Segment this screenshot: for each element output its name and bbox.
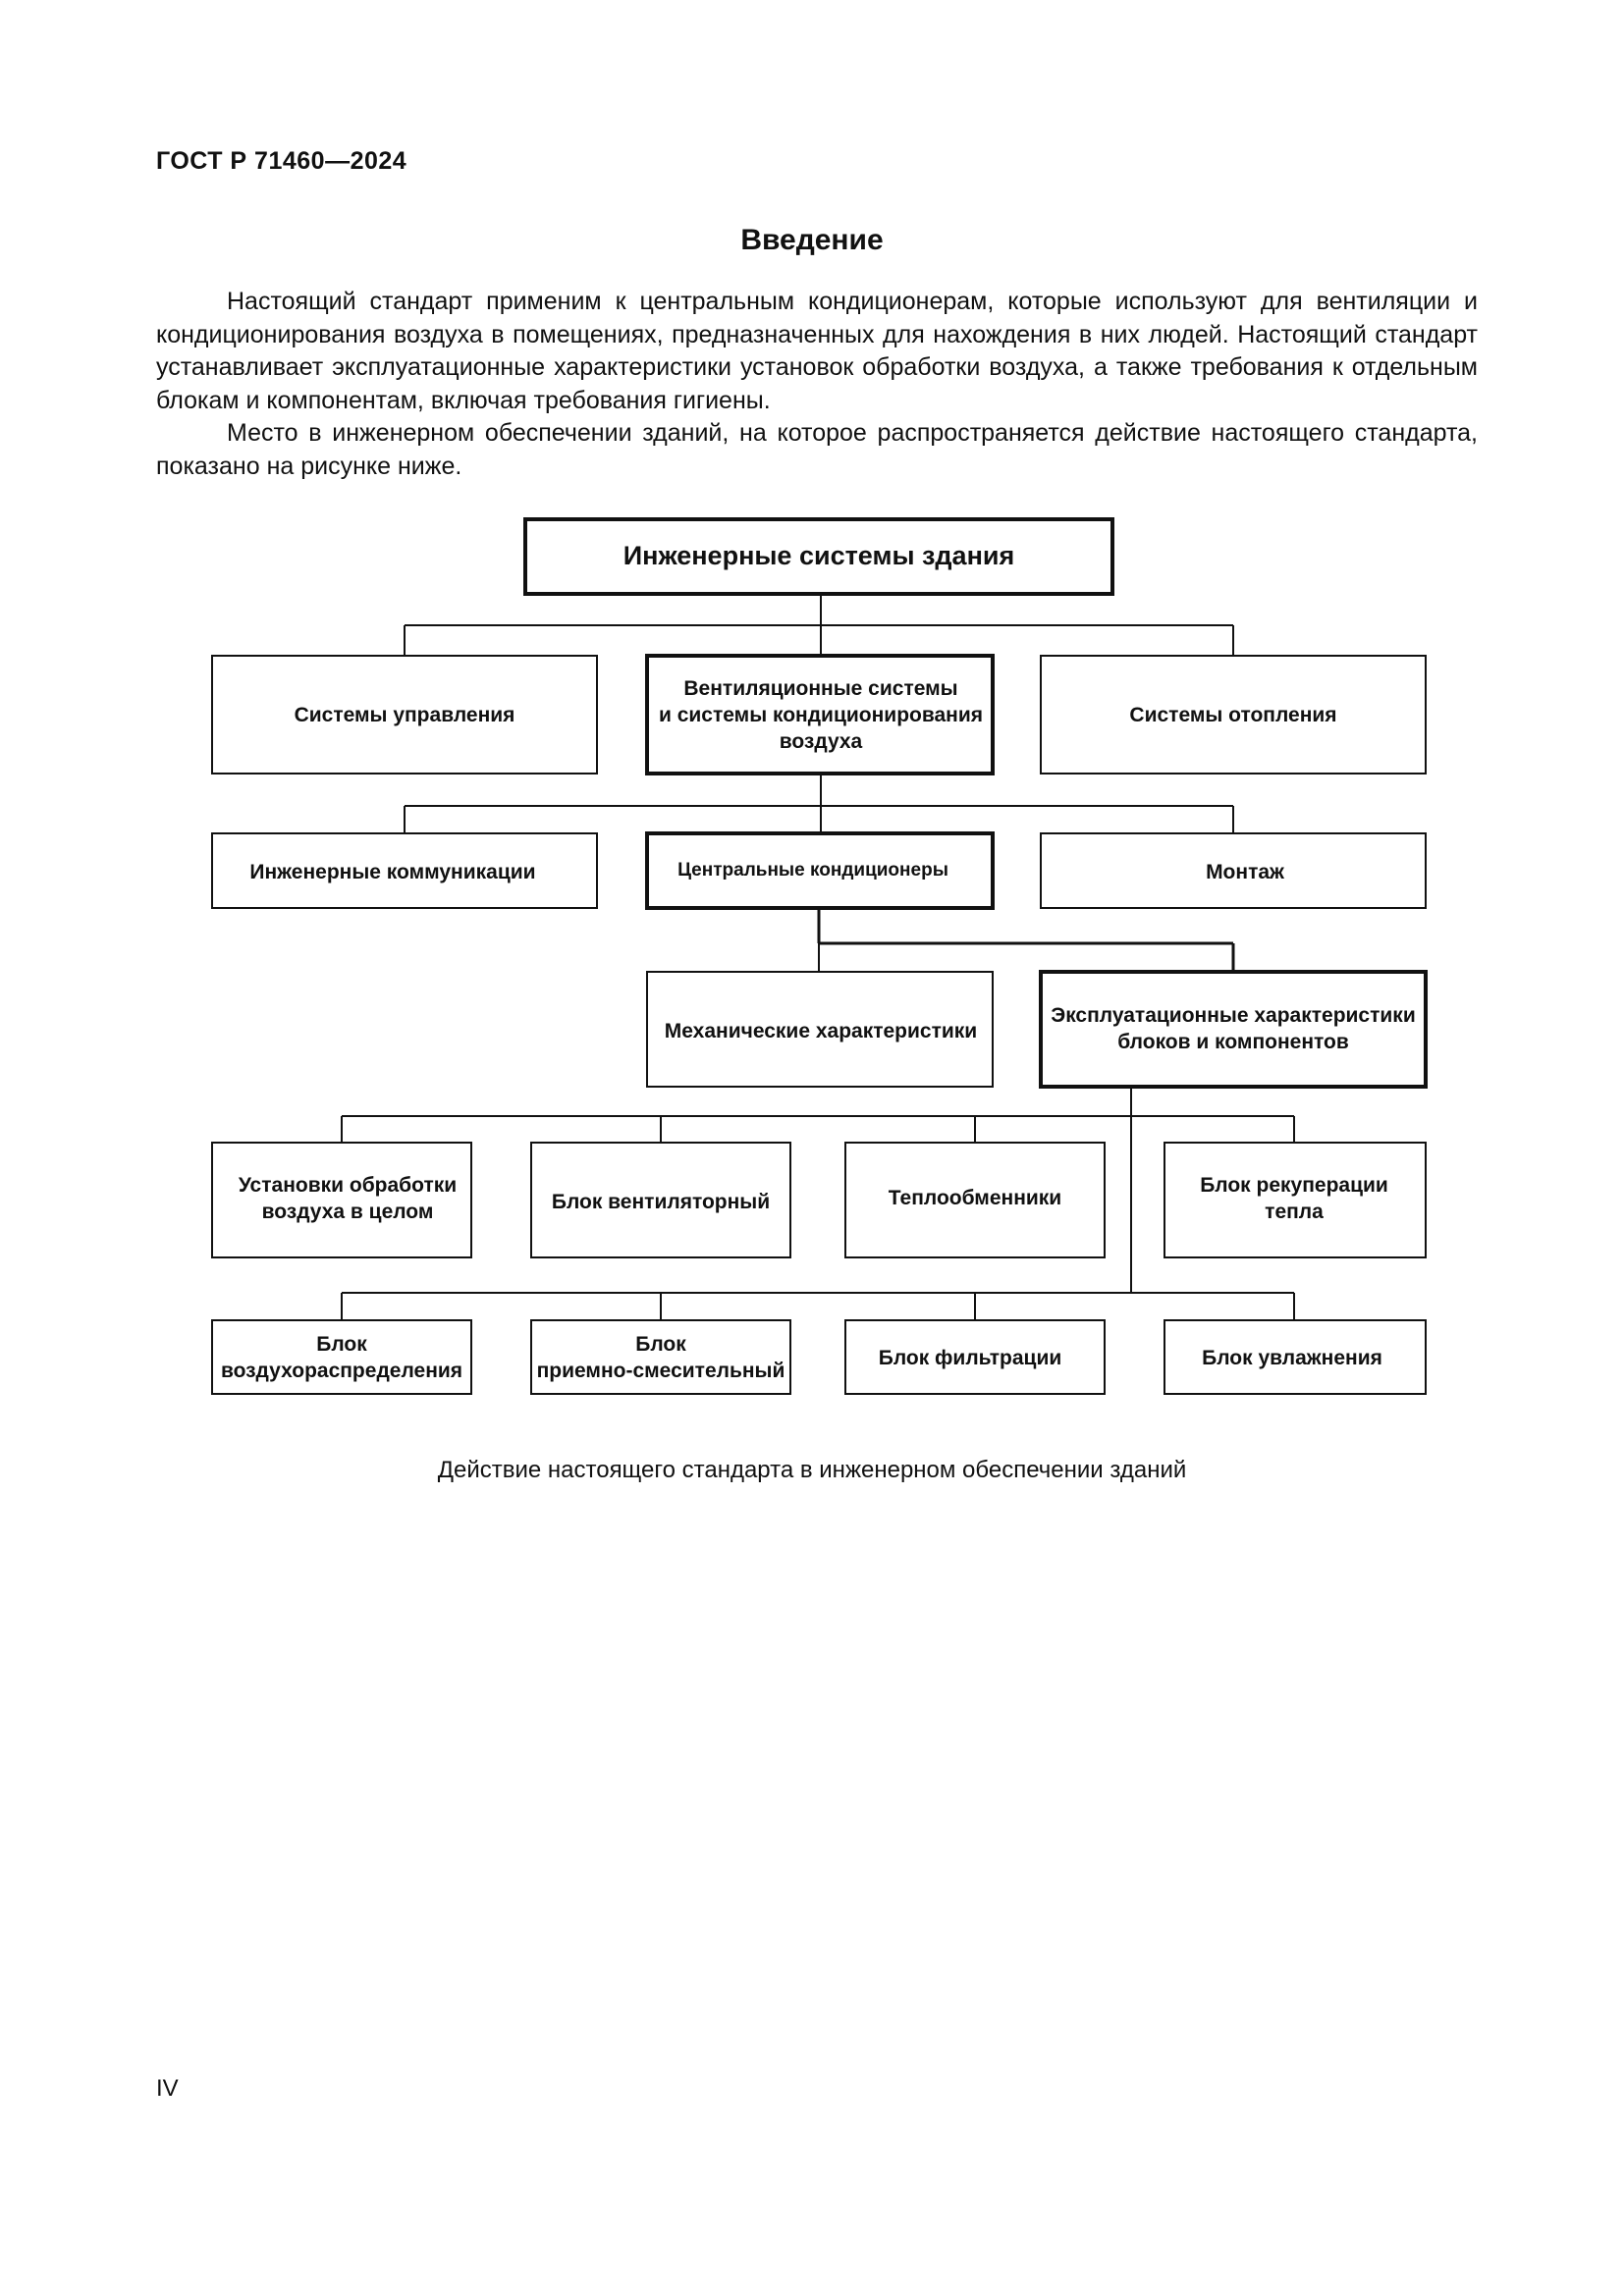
- diagram-node-heat-exchangers: Теплообменники: [844, 1142, 1106, 1258]
- intro-paragraph: Настоящий стандарт применим к центральны…: [156, 288, 1478, 414]
- diagram-node-heating-systems: Системы отопления: [1040, 655, 1427, 774]
- diagram-node-control-systems: Системы управления: [211, 655, 598, 774]
- diagram-connectors: [341, 594, 1295, 1320]
- node-label: Блок: [635, 1333, 686, 1356]
- node-label: Блок увлажнения: [1202, 1347, 1382, 1369]
- diagram-node-central-air-conditioners: Центральные кондиционеры: [645, 831, 995, 910]
- document-code: ГОСТ Р 71460—2024: [156, 147, 407, 175]
- node-label: Блок рекуперации: [1200, 1174, 1388, 1197]
- node-label: Блок: [316, 1333, 367, 1356]
- node-label: Центральные кондиционеры: [677, 860, 948, 881]
- node-label: Вентиляционные системы: [683, 677, 957, 700]
- diagram-node-ventilation-systems: Вентиляционные системы и системы кондици…: [645, 654, 995, 775]
- diagram-node-mixing-section: Блок приемно-смесительный: [530, 1319, 791, 1395]
- node-label: Инженерные коммуникации: [249, 861, 535, 883]
- diagram-node-operational-characteristics: Эксплуатационные характеристики блоков и…: [1039, 970, 1428, 1089]
- section-title: Введение: [740, 224, 884, 256]
- node-label: воздуха в целом: [262, 1201, 434, 1223]
- diagram-node-air-handling-units: Установки обработки воздуха в целом: [211, 1142, 472, 1258]
- node-label: Установки обработки: [239, 1174, 457, 1197]
- diagram-node-engineering-communications: Инженерные коммуникации: [211, 832, 598, 909]
- node-label: Теплообменники: [889, 1187, 1061, 1209]
- diagram-node-building-systems: Инженерные системы здания: [523, 517, 1114, 596]
- node-label: Блок вентиляторный: [552, 1191, 770, 1213]
- node-label: воздухораспределения: [221, 1360, 462, 1382]
- diagram-node-fan-section: Блок вентиляторный: [530, 1142, 791, 1258]
- intro-paragraph: Место в инженерном обеспечении зданий, н…: [156, 419, 1478, 480]
- page-number: IV: [156, 2075, 179, 2102]
- node-label: тепла: [1265, 1201, 1324, 1223]
- diagram-node-humidification-section: Блок увлажнения: [1164, 1319, 1427, 1395]
- figure-caption: Действие настоящего стандарта в инженерн…: [437, 1457, 1187, 1483]
- diagram-node-air-distribution-section: Блок воздухораспределения: [211, 1319, 472, 1395]
- diagram-node-mechanical-characteristics: Механические характеристики: [646, 971, 994, 1088]
- node-label: Системы отопления: [1129, 704, 1336, 726]
- diagram-node-installation: Монтаж: [1040, 832, 1427, 909]
- diagram-node-filter-section: Блок фильтрации: [844, 1319, 1106, 1395]
- node-label: Блок фильтрации: [879, 1347, 1062, 1369]
- node-label: Системы управления: [295, 704, 515, 726]
- diagram-node-heat-recovery-section: Блок рекуперации тепла: [1164, 1142, 1427, 1258]
- node-label: Эксплуатационные характеристики: [1051, 1004, 1415, 1027]
- node-label: Механические характеристики: [665, 1020, 977, 1042]
- node-label: Инженерные системы здания: [623, 541, 1015, 570]
- node-label: воздуха: [780, 730, 863, 753]
- node-label: приемно-смесительный: [537, 1360, 785, 1382]
- node-label: блоков и компонентов: [1117, 1031, 1349, 1053]
- node-label: Монтаж: [1206, 861, 1285, 883]
- node-label: и системы кондиционирования: [659, 704, 983, 726]
- intro-text: Настоящий стандарт применим к центральны…: [156, 286, 1478, 483]
